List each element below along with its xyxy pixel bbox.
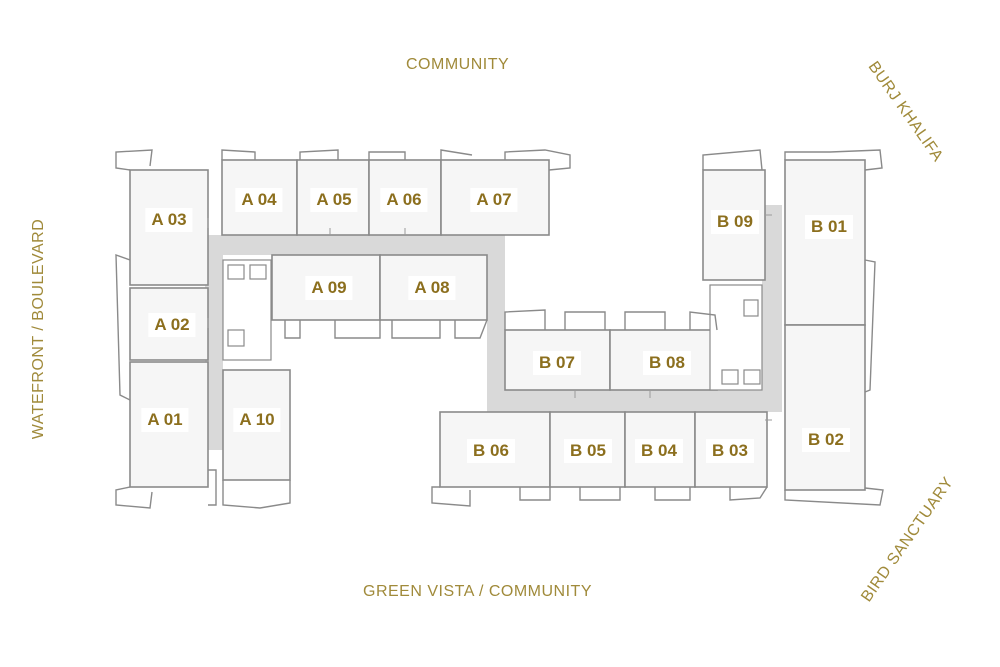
unit-label-a01: A 01 — [141, 408, 189, 432]
unit-label-a05: A 05 — [310, 188, 358, 212]
unit-label-a10: A 10 — [233, 408, 281, 432]
unit-label-b09: B 09 — [711, 210, 759, 234]
direction-bottom: GREEN VISTA / COMMUNITY — [363, 583, 592, 600]
unit-label-b02: B 02 — [802, 428, 850, 452]
unit-label-a08: A 08 — [408, 276, 456, 300]
balconies — [115, 149, 884, 509]
unit-label-a03: A 03 — [145, 208, 193, 232]
service-core — [222, 259, 763, 391]
unit-label-b01: B 01 — [805, 215, 853, 239]
unit-b02 — [784, 324, 866, 491]
unit-label-b03: B 03 — [706, 439, 754, 463]
unit-label-a04: A 04 — [235, 188, 283, 212]
unit-b01 — [784, 159, 866, 326]
corridor — [205, 205, 782, 450]
unit-label-b06: B 06 — [467, 439, 515, 463]
unit-label-a02: A 02 — [148, 313, 196, 337]
unit-label-b07: B 07 — [533, 351, 581, 375]
unit-label-b08: B 08 — [643, 351, 691, 375]
direction-top: COMMUNITY — [406, 56, 510, 73]
unit-label-b04: B 04 — [635, 439, 683, 463]
doors — [207, 214, 772, 421]
unit-label-a06: A 06 — [380, 188, 428, 212]
direction-left: WATEFRONT / BOULEVARD — [30, 218, 47, 440]
unit-label-b05: B 05 — [564, 439, 612, 463]
unit-label-a09: A 09 — [305, 276, 353, 300]
unit-label-a07: A 07 — [470, 188, 518, 212]
